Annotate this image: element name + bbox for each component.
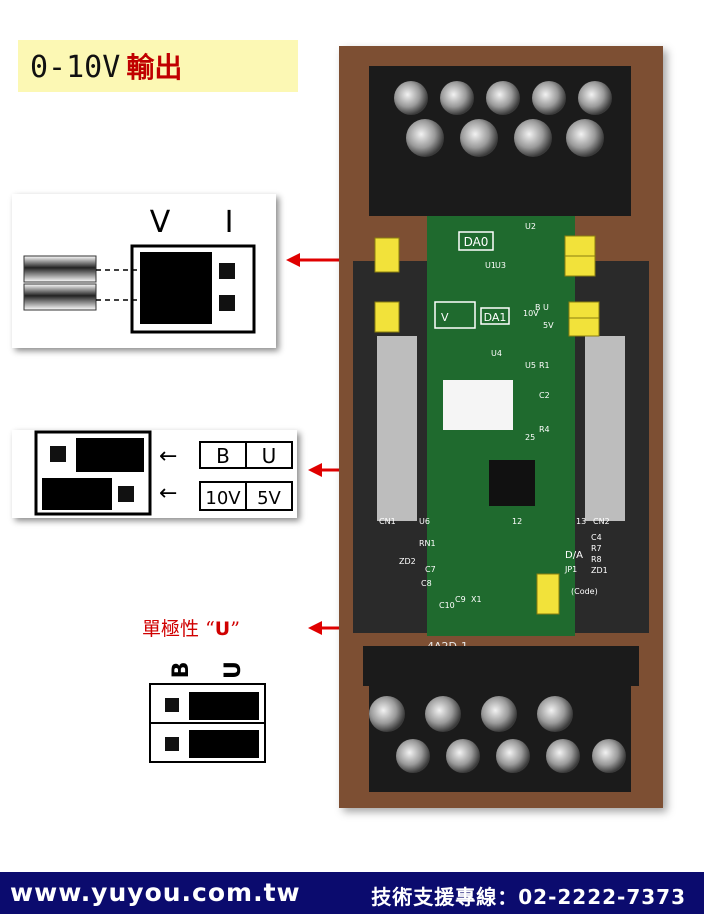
board-cn2: CN2	[593, 517, 610, 526]
board-c9: C9	[455, 595, 466, 604]
website-url: www.yuyou.com.tw	[10, 878, 301, 907]
board-u3: U3	[495, 261, 506, 270]
bu-label-u: U	[221, 661, 246, 679]
pin-b-open	[50, 446, 66, 462]
range-jumper-diagram: ← ← B U 10V 5V	[34, 430, 293, 516]
board-u1: U1	[485, 261, 496, 270]
cap-b-u	[76, 438, 144, 472]
board-x1: X1	[471, 595, 482, 604]
board-u-sym: U	[543, 303, 549, 312]
unipolar-label: 單極性 “U”	[142, 614, 240, 641]
row2-10v: 10V	[205, 488, 241, 509]
row2-5v: 5V	[257, 488, 281, 509]
connector-cn1	[377, 336, 417, 521]
main-ic	[489, 460, 535, 506]
label-i: I	[225, 205, 234, 240]
arrow-row2: ←	[159, 481, 177, 506]
board-zd2: ZD2	[399, 557, 416, 566]
board-n25: 25	[525, 433, 535, 442]
side-view-cap-bottom	[23, 283, 97, 311]
board-v5: 5V	[543, 321, 554, 330]
jumper-pin-bottom	[219, 295, 235, 311]
board-b-sym: B	[535, 303, 541, 312]
arrow-row1: ←	[159, 444, 177, 469]
module-photo: DA0 U2 U1 U3 V DA1 10V B U 5V U4 U5 R1 C…	[339, 46, 663, 808]
connector-cn2	[585, 336, 625, 521]
board-c4: C4	[591, 533, 602, 542]
arrow-unipolar-head	[308, 621, 322, 635]
screws-top	[394, 81, 612, 157]
screws-bottom	[369, 696, 626, 773]
unipolar-quote-close: ”	[230, 618, 240, 640]
board-u2: U2	[525, 222, 536, 231]
arrow-range-head	[308, 463, 322, 477]
board-n12: 12	[512, 517, 522, 526]
bu-jumper-diagram: B U	[149, 661, 266, 763]
yellow-jumpers	[374, 235, 600, 615]
title-mode: 0-10V	[30, 50, 121, 85]
jumper-cap	[140, 252, 212, 324]
board-zd1: ZD1	[591, 566, 608, 575]
v-sym-box	[434, 301, 476, 329]
board-c2: C2	[539, 391, 550, 400]
bu-cap-bottom	[189, 730, 259, 758]
board-r1: R1	[539, 361, 550, 370]
board-v10: 10V	[523, 309, 539, 318]
board-d-a: D/A	[565, 550, 583, 561]
board-da0: DA0	[464, 235, 489, 249]
jumper-pin-top	[219, 263, 235, 279]
board-jp1: JP1	[564, 565, 577, 574]
board-r7: R7	[591, 544, 602, 553]
terminal-block-bottom-frame	[363, 646, 639, 686]
board-da1: DA1	[484, 311, 507, 324]
bu-label-b: B	[169, 662, 194, 679]
board-code: (Code)	[571, 587, 598, 596]
footer-bar: www.yuyou.com.tw 技術支援專線：02-2222-7373	[0, 872, 704, 914]
side-view-cap-top	[23, 255, 97, 283]
board-r4: R4	[539, 425, 550, 434]
label-v: V	[150, 205, 171, 240]
bu-pin-bottom	[165, 737, 179, 751]
board-n13: 13	[576, 517, 586, 526]
board-u5: U5	[525, 361, 536, 370]
vi-jumper-panel: V I	[12, 194, 276, 348]
row1-b: B	[216, 444, 230, 468]
pin-5v-open	[118, 486, 134, 502]
board-u4: U4	[491, 349, 502, 358]
vi-jumper-diagram: V I	[23, 205, 256, 334]
da1-box	[480, 307, 510, 325]
board-v-sym: V	[441, 311, 449, 324]
arrow-vi-head	[286, 253, 300, 267]
bu-cap-top	[189, 692, 259, 720]
board-cn1: CN1	[379, 517, 396, 526]
unipolar-text: 單極性	[142, 618, 200, 640]
board-rn1: RN1	[419, 539, 436, 548]
title-label: 輸出	[126, 51, 183, 84]
board-u6: U6	[419, 517, 430, 526]
board-c10: C10	[439, 601, 455, 610]
module-illustration: DA0 U2 U1 U3 V DA1 10V B U 5V U4 U5 R1 C…	[339, 46, 663, 808]
unipolar-value: U	[214, 618, 231, 640]
board-c8: C8	[421, 579, 432, 588]
range-jumper-panel: ← ← B U 10V 5V	[12, 430, 297, 518]
board-c7: C7	[425, 565, 436, 574]
board-r8: R8	[591, 555, 602, 564]
da0-box	[458, 231, 494, 251]
ic-socket	[443, 380, 513, 430]
bu-pin-top	[165, 698, 179, 712]
row1-u: U	[262, 444, 277, 468]
unipolar-quote-open: “	[205, 618, 215, 640]
support-hotline: 技術支援專線：02-2222-7373	[371, 885, 686, 909]
cap-10v	[42, 478, 112, 510]
